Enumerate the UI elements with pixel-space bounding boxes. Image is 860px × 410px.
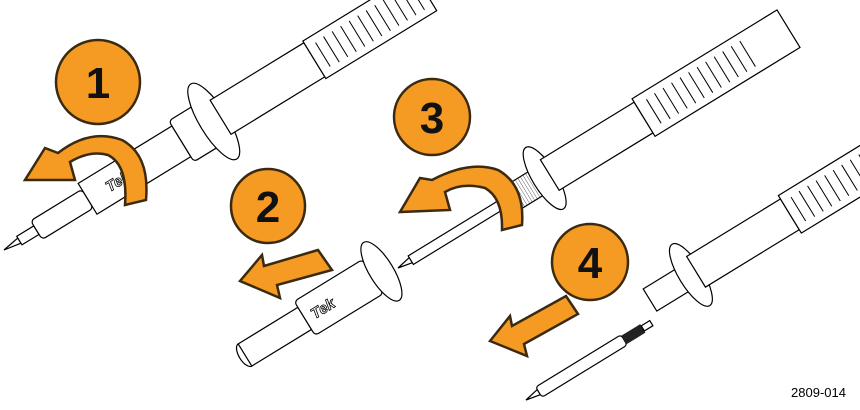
figure-id-label: 2809-014 bbox=[791, 385, 846, 400]
step-1-badge: 1 bbox=[54, 38, 142, 126]
probe-1: Tek bbox=[3, 0, 438, 251]
svg-text:2: 2 bbox=[256, 183, 280, 232]
probe-tip-2: Tek bbox=[235, 241, 403, 368]
replacement-tip bbox=[525, 319, 654, 401]
step-4-badge: 4 bbox=[550, 222, 630, 302]
rotate-arrow-icon bbox=[22, 134, 148, 207]
step-2-badge: 2 bbox=[229, 167, 307, 245]
step-3-badge: 3 bbox=[392, 77, 472, 157]
svg-text:4: 4 bbox=[578, 239, 603, 288]
probe-3 bbox=[397, 9, 801, 269]
svg-text:1: 1 bbox=[86, 59, 110, 108]
pull-arrow-icon bbox=[237, 248, 335, 301]
rotate-arrow-icon bbox=[397, 165, 524, 232]
probe-4 bbox=[642, 132, 860, 312]
svg-text:3: 3 bbox=[420, 94, 444, 143]
push-arrow-icon bbox=[487, 294, 580, 359]
